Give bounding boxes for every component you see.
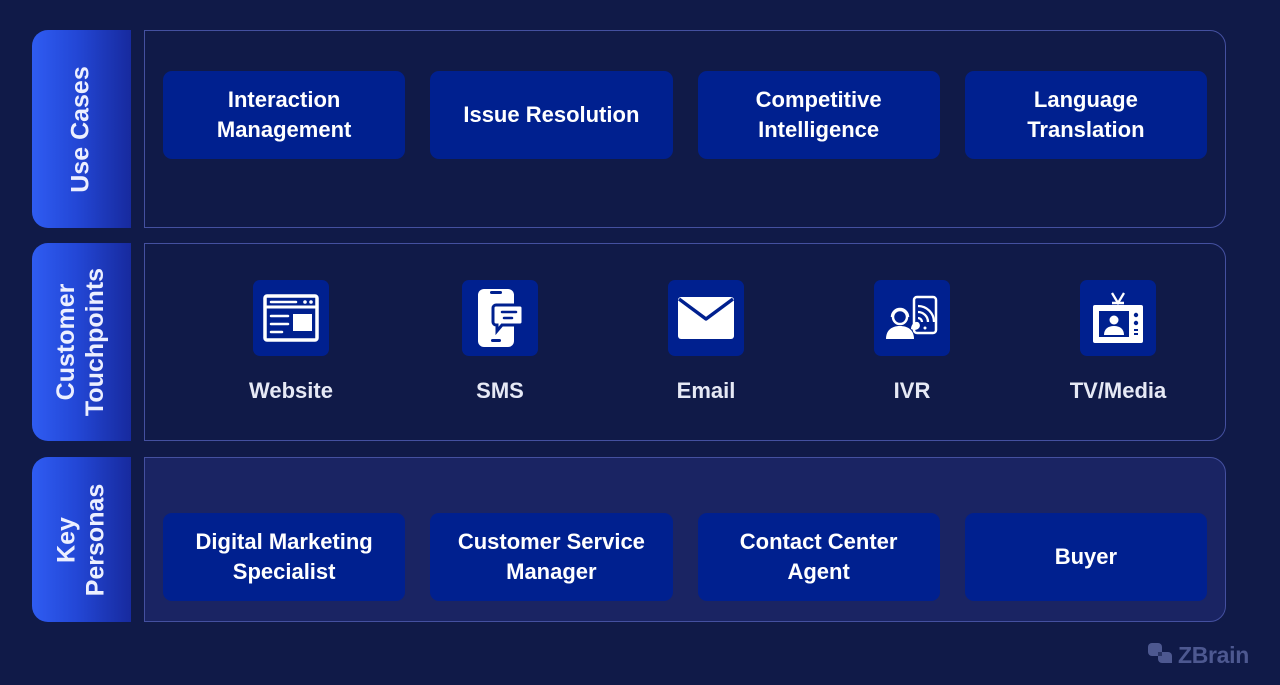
persona-card-buyer: Buyer bbox=[964, 513, 1207, 601]
brand-watermark: ZBrain bbox=[1147, 642, 1249, 669]
envelope-icon bbox=[668, 280, 744, 356]
touchpoint-sms: SMS bbox=[410, 280, 590, 404]
television-icon bbox=[1080, 280, 1156, 356]
touchpoint-label: SMS bbox=[476, 378, 524, 403]
touchpoint-label: Website bbox=[249, 378, 333, 403]
persona-card-customer-service-manager: Customer Service Manager bbox=[430, 513, 673, 601]
persona-card-digital-marketing-specialist: Digital Marketing Specialist bbox=[163, 513, 406, 601]
key-personas-panel: Digital Marketing Specialist Customer Se… bbox=[144, 457, 1226, 622]
use-case-card-issue-resolution: Issue Resolution bbox=[430, 71, 673, 159]
touchpoint-label: TV/Media bbox=[1069, 378, 1167, 403]
persona-card-contact-center-agent: Contact Center Agent bbox=[697, 513, 940, 601]
customer-touchpoints-tab-label: Customer Touchpoints bbox=[52, 267, 110, 417]
agent-headset-phone-icon bbox=[874, 280, 950, 356]
use-cases-panel: Interaction Management Issue Resolution … bbox=[144, 30, 1226, 228]
brand-name: ZBrain bbox=[1177, 642, 1249, 668]
use-cases-tab-label: Use Cases bbox=[67, 65, 96, 193]
phone-chat-icon bbox=[462, 280, 538, 356]
customer-touchpoints-section: Customer Touchpoints bbox=[32, 243, 1226, 441]
chat-bubbles-logo-icon bbox=[1147, 642, 1172, 669]
touchpoint-tv-media: TV/Media bbox=[1028, 280, 1208, 404]
use-case-card-language-translation: Language Translation bbox=[964, 71, 1207, 159]
use-cases-card-grid: Interaction Management Issue Resolution … bbox=[163, 71, 1207, 159]
touchpoint-ivr: IVR bbox=[822, 280, 1002, 404]
touchpoint-label: Email bbox=[676, 378, 736, 403]
use-cases-tab: Use Cases bbox=[32, 30, 131, 228]
touchpoint-email: Email bbox=[616, 280, 796, 404]
customer-touchpoints-panel: Website SMS bbox=[144, 243, 1226, 441]
use-case-card-competitive-intelligence: Competitive Intelligence bbox=[697, 71, 940, 159]
key-personas-tab-label: Key Personas bbox=[52, 483, 110, 596]
touchpoint-website: Website bbox=[201, 280, 381, 404]
key-personas-section: Key Personas Digital Marketing Specialis… bbox=[32, 457, 1226, 622]
touchpoint-label: IVR bbox=[893, 378, 931, 403]
personas-card-grid: Digital Marketing Specialist Customer Se… bbox=[163, 513, 1207, 601]
use-case-card-interaction-management: Interaction Management bbox=[163, 71, 406, 159]
browser-window-icon bbox=[253, 280, 329, 356]
use-cases-section: Use Cases Interaction Management Issue R… bbox=[32, 30, 1226, 228]
key-personas-tab: Key Personas bbox=[32, 457, 131, 622]
customer-touchpoints-tab: Customer Touchpoints bbox=[32, 243, 131, 441]
